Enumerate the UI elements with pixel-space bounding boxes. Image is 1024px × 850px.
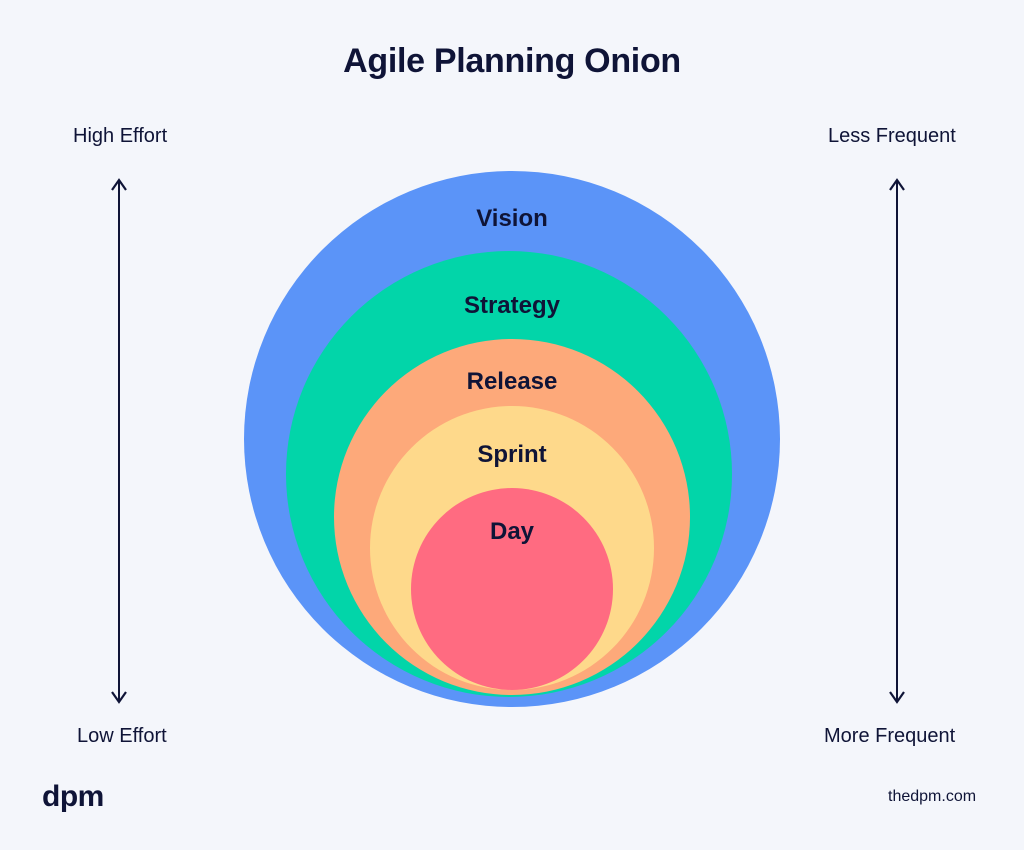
layer-label-sprint: Sprint xyxy=(477,441,547,468)
frequency-arrow xyxy=(889,178,905,704)
site-url[interactable]: thedpm.com xyxy=(888,788,977,805)
layer-day xyxy=(411,488,613,690)
layer-label-day: Day xyxy=(489,518,535,545)
more-frequent-label: More Frequent xyxy=(824,725,956,747)
high-effort-label: High Effort xyxy=(73,125,168,147)
layer-label-vision: Vision xyxy=(476,205,548,232)
layer-label-release: Release xyxy=(466,368,558,395)
dpm-logo: dpm xyxy=(42,780,104,813)
less-frequent-label: Less Frequent xyxy=(828,125,956,147)
diagram-title: Agile Planning Onion xyxy=(343,42,681,80)
low-effort-label: Low Effort xyxy=(77,725,167,747)
layer-label-strategy: Strategy xyxy=(463,292,561,319)
effort-arrow xyxy=(111,178,127,704)
